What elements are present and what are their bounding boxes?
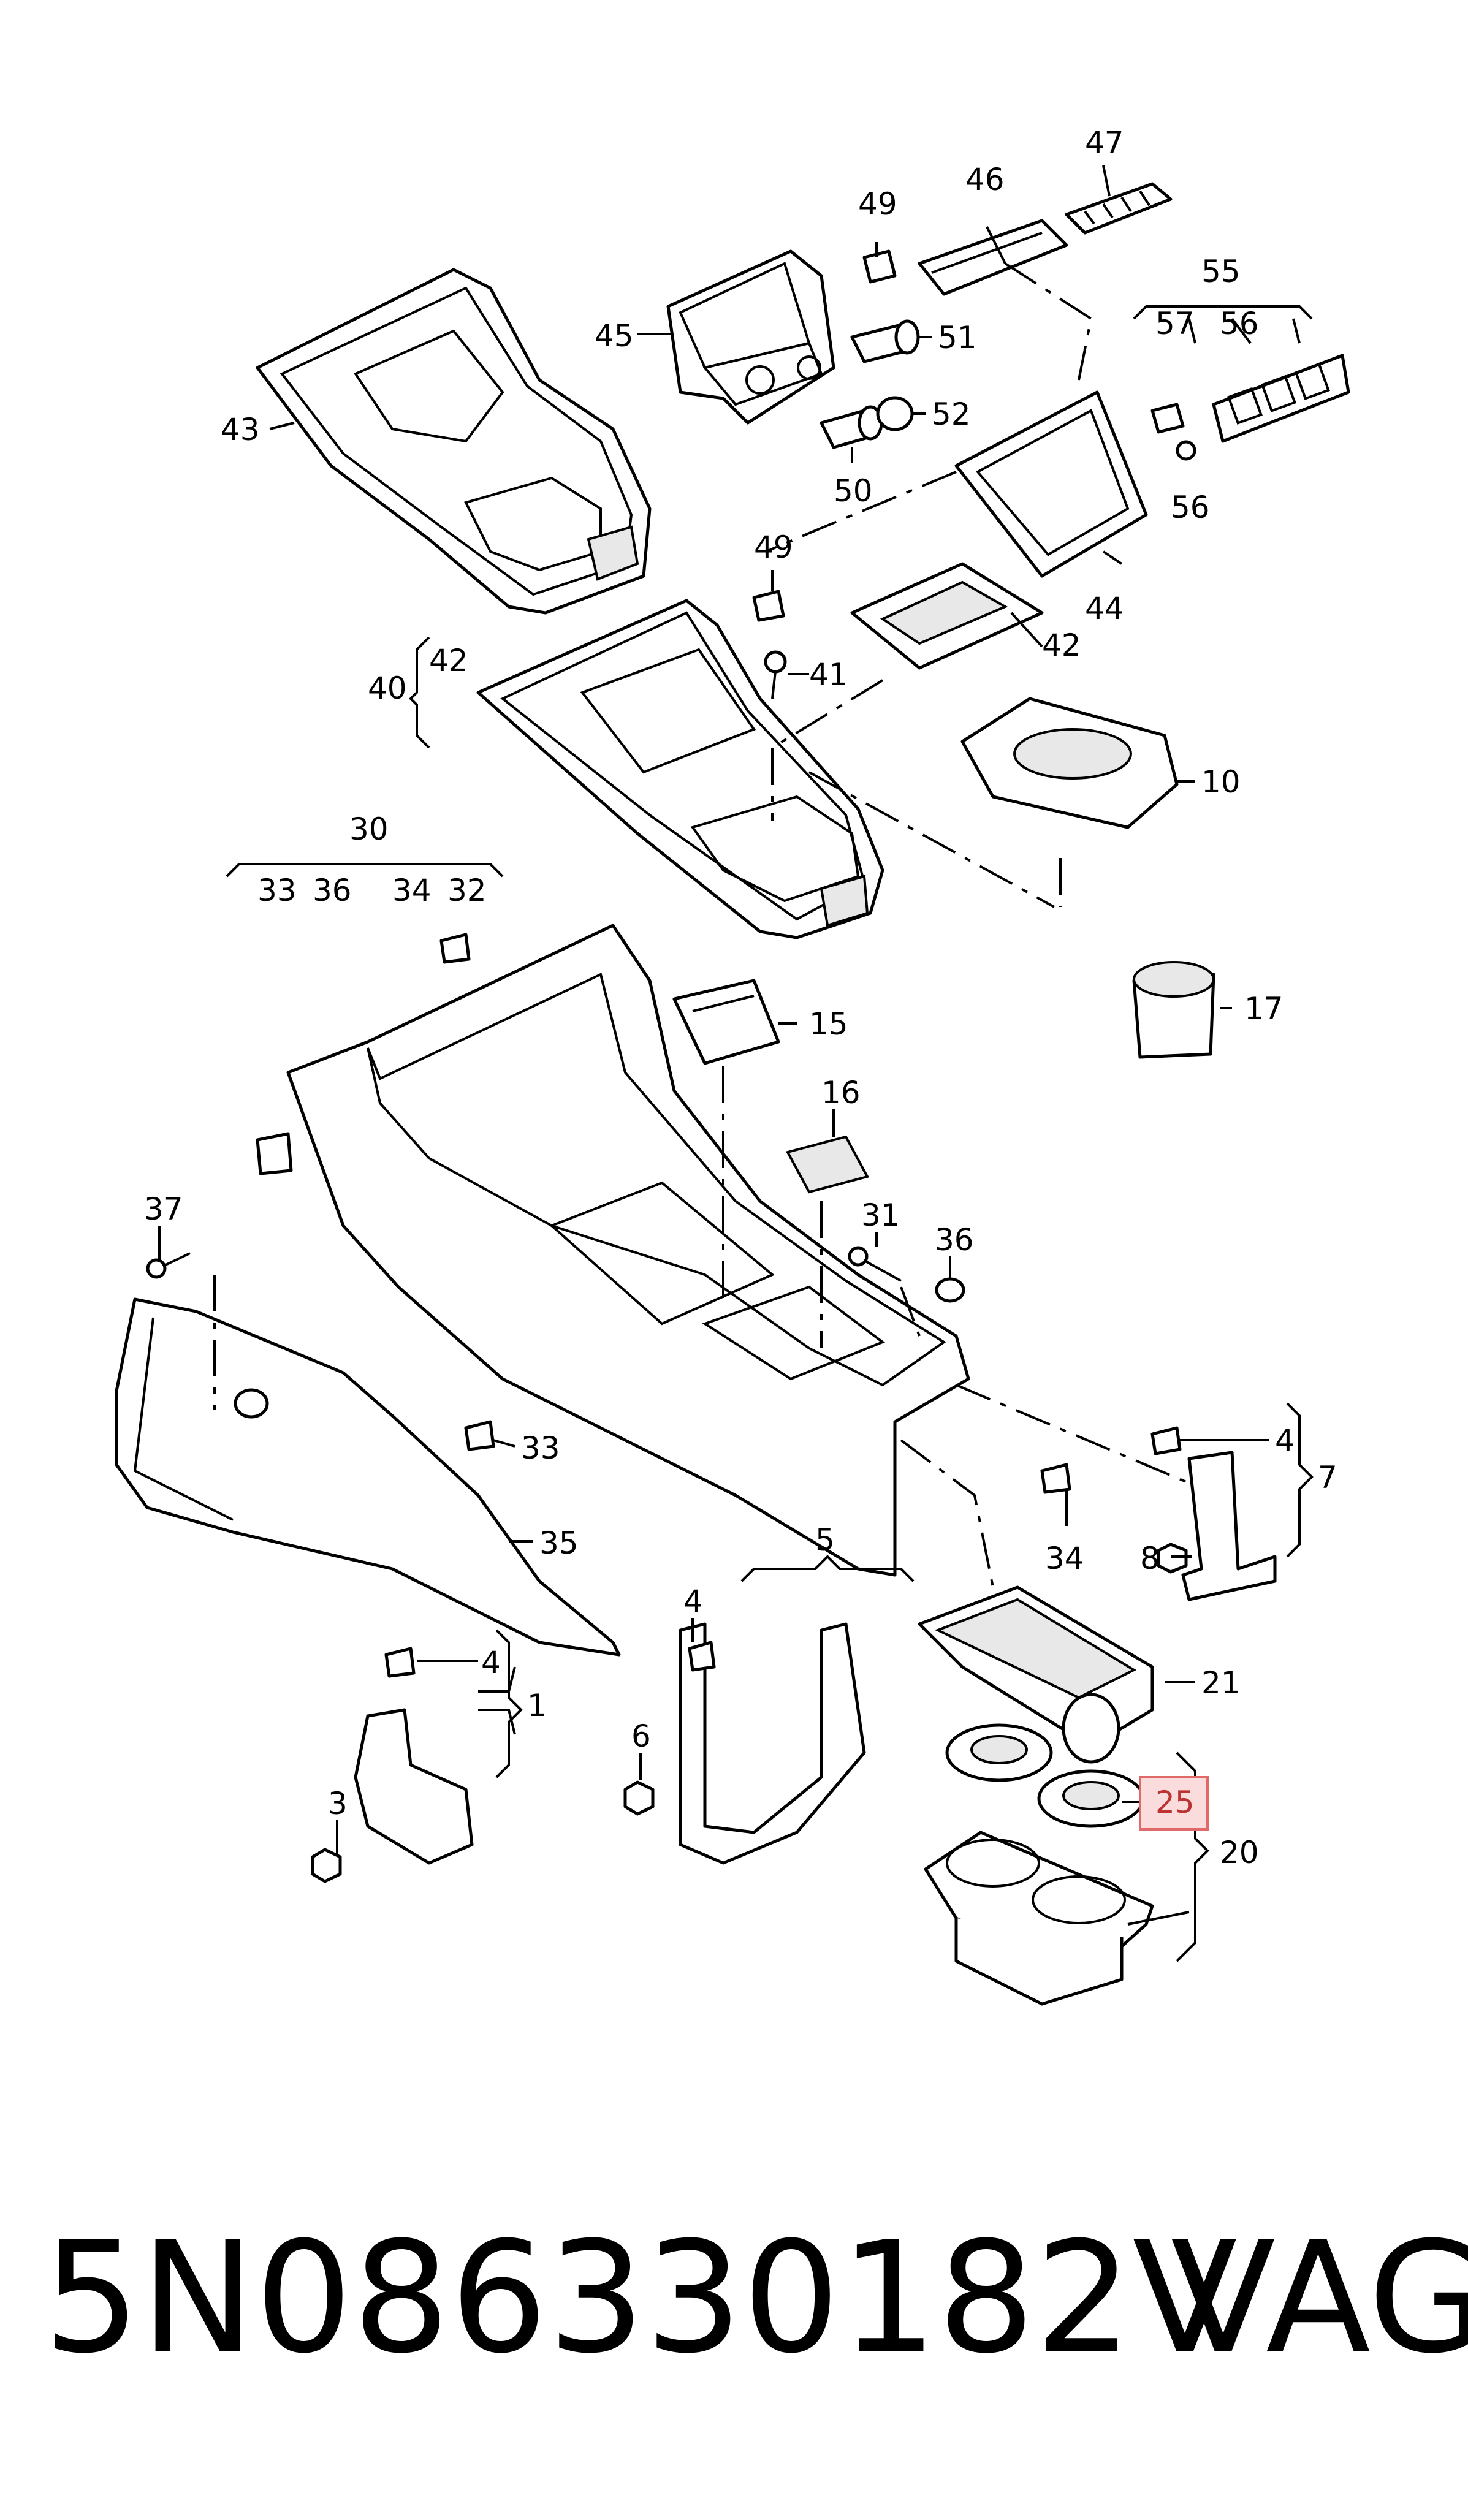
callout-49-upper: 49 — [858, 186, 897, 222]
callout-33-lower: 33 — [521, 1430, 560, 1466]
callout-8: 8 — [1140, 1541, 1160, 1576]
highlight-box-25 — [1139, 1776, 1209, 1831]
part-17-cup — [1132, 961, 1215, 1059]
part-46-panel — [918, 219, 1068, 296]
callout-42-right: 42 — [1042, 628, 1081, 663]
callout-21: 21 — [1201, 1665, 1241, 1701]
callout-4-middle: 4 — [683, 1584, 703, 1619]
part-33-clip-lower — [464, 1420, 495, 1451]
callout-4-right: 4 — [1275, 1423, 1295, 1459]
part-44-frame — [954, 390, 1148, 578]
callout-32: 32 — [447, 873, 487, 908]
callout-17: 17 — [1244, 991, 1284, 1027]
part-51-socket — [850, 319, 920, 363]
callout-46: 46 — [965, 162, 1005, 197]
callout-40: 40 — [368, 670, 407, 706]
callout-1: 1 — [527, 1688, 547, 1723]
part-42-mesh-tray — [850, 562, 1044, 670]
part-45-ashtray-housing — [666, 249, 835, 425]
callout-44: 44 — [1085, 591, 1124, 626]
callout-16: 16 — [821, 1075, 861, 1110]
callout-labels: 43 45 46 47 49 51 52 50 55 57 56 56 44 4… — [144, 125, 1337, 1870]
part-41-screw — [764, 650, 787, 699]
callout-56-top: 56 — [1220, 306, 1259, 341]
footer: 5N086330182V VAG — [25, 2206, 1468, 2390]
callout-36-top: 36 — [313, 873, 352, 908]
callout-5: 5 — [815, 1522, 835, 1558]
callout-6: 6 — [631, 1718, 651, 1754]
part-47-switch-strip — [1065, 182, 1173, 235]
callout-42-left: 42 — [429, 643, 468, 678]
callout-52: 52 — [932, 397, 971, 432]
callout-57: 57 — [1155, 306, 1195, 341]
part-30-main-console — [286, 924, 970, 1577]
part-49-clip-upper — [862, 249, 897, 284]
callout-25: 25 — [1155, 1785, 1195, 1820]
callout-36-lower: 36 — [935, 1222, 974, 1258]
callout-35: 35 — [539, 1525, 579, 1561]
callout-10: 10 — [1201, 764, 1241, 800]
part-21-roller-cover — [918, 1585, 1154, 1764]
assembly-dash-lines — [213, 262, 1190, 1588]
part-40-console-centre — [476, 599, 884, 939]
callout-56-bottom: 56 — [1171, 490, 1210, 525]
callout-15: 15 — [809, 1006, 848, 1042]
callout-34-top: 34 — [392, 873, 432, 908]
callout-3: 3 — [328, 1786, 348, 1821]
callout-49-lower: 49 — [754, 529, 793, 565]
part-31-screw — [848, 1246, 902, 1282]
leader-lines — [158, 165, 1314, 1962]
callout-30: 30 — [349, 811, 389, 847]
part-35-side-panel — [115, 1297, 621, 1657]
part-7-bracket — [1150, 1426, 1277, 1601]
part-36-grommet — [935, 1277, 965, 1303]
callout-7: 7 — [1318, 1460, 1337, 1495]
part-55-switch-panel — [1150, 354, 1350, 461]
part-37-screw — [146, 1252, 191, 1279]
callout-20: 20 — [1220, 1835, 1259, 1870]
part-43-upper-trim — [256, 268, 652, 615]
callout-47: 47 — [1085, 125, 1124, 161]
callout-45: 45 — [595, 318, 634, 354]
callout-55: 55 — [1201, 254, 1241, 289]
part-10-gear-boot — [960, 697, 1179, 829]
callout-33-top: 33 — [257, 873, 297, 908]
callout-50: 50 — [834, 473, 873, 509]
callout-41: 41 — [809, 657, 848, 693]
part-25-insert-mats — [945, 1723, 1145, 1828]
part-1-bracket — [311, 1647, 474, 1883]
part-49-clip-lower — [752, 590, 785, 622]
part-33-clip-upper — [256, 1132, 293, 1175]
brand-name: VAG — [1171, 2209, 1468, 2387]
part-5-trim — [623, 1622, 866, 1865]
callout-31: 31 — [861, 1197, 900, 1233]
callout-37: 37 — [144, 1191, 183, 1227]
part-15-switch — [672, 979, 780, 1065]
callout-4-left: 4 — [481, 1645, 501, 1680]
callout-51: 51 — [938, 320, 977, 355]
part-32-clip — [439, 933, 471, 964]
part-50-socket — [820, 405, 883, 449]
part-16-mat — [786, 1135, 869, 1194]
part-34-clip — [1040, 1463, 1071, 1494]
callout-34-lower: 34 — [1045, 1541, 1084, 1576]
part-52-cap — [876, 396, 914, 431]
part-20-cup-holder — [924, 1831, 1154, 2006]
part-number: 5N086330182V — [43, 2209, 1238, 2387]
callout-43: 43 — [221, 412, 260, 447]
